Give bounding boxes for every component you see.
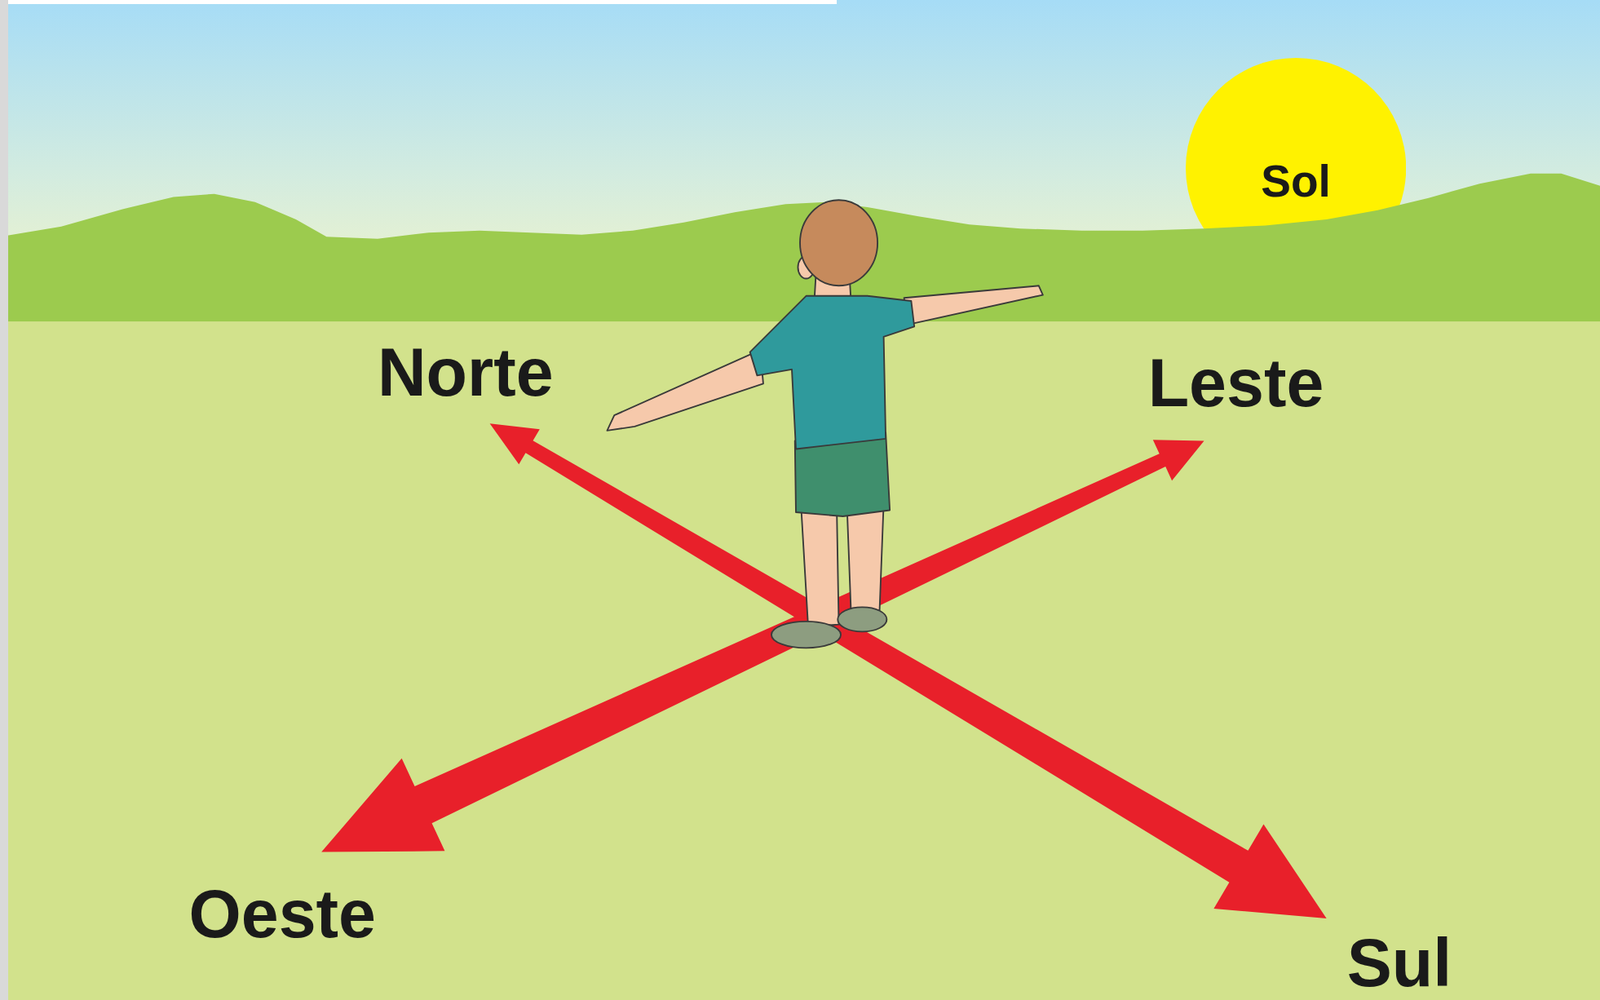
- left-border: [0, 0, 9, 1000]
- direction-label: Norte: [377, 338, 554, 407]
- boy-leg-right: [847, 503, 884, 613]
- east-west-arrow: [321, 439, 1204, 852]
- direction-label: Leste: [1148, 349, 1325, 417]
- boy-figure: [607, 199, 1044, 648]
- top-strip: [0, 0, 837, 5]
- boy-shirt: [750, 296, 915, 450]
- sun-label: Sol: [1260, 159, 1331, 204]
- boy-leg-left: [800, 504, 839, 627]
- boy-arm-left: [607, 349, 764, 431]
- direction-label: Oeste: [188, 879, 376, 948]
- boy-shoe-left: [771, 621, 841, 649]
- direction-label: Sul: [1347, 928, 1452, 997]
- boy-arm-right: [904, 285, 1044, 325]
- sky: [0, 0, 1600, 327]
- boy-head: [800, 199, 878, 286]
- boy-shoe-right: [837, 606, 887, 632]
- north-south-arrow: [490, 423, 1327, 919]
